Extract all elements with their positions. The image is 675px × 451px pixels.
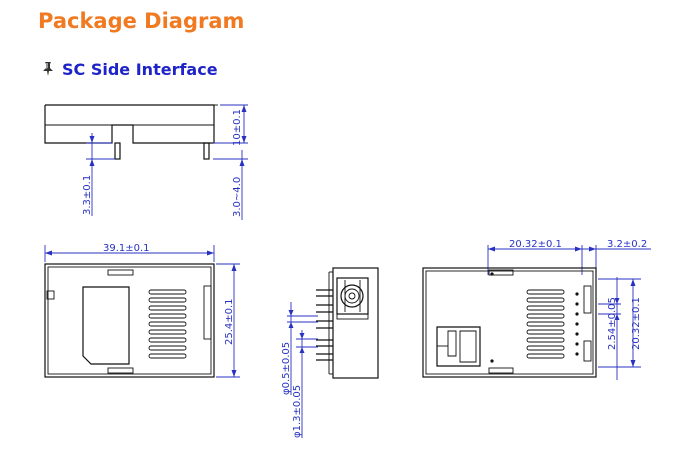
bottom-view — [422, 245, 651, 380]
page-title: Package Diagram — [38, 9, 245, 33]
dim-width-top: 39.1±0.1 — [103, 243, 150, 254]
section-heading: SC Side Interface — [40, 58, 218, 80]
front-view — [44, 245, 240, 378]
side-view — [44, 104, 248, 220]
dim-edge-offset: 3.2±0.2 — [607, 239, 647, 250]
section-heading-label: SC Side Interface — [62, 59, 218, 79]
dim-pin-diameter-small: φ0.5±0.05 — [281, 342, 292, 395]
dim-pin-length-short: 3.3±0.1 — [82, 175, 93, 215]
dim-pin-span: 20.32±0.1 — [509, 239, 562, 250]
dim-pin-length-long: 3.0~4.0 — [232, 177, 243, 217]
dim-pin-pitch: 2.54±0.05 — [607, 297, 618, 350]
dim-height-body: 10±0.1 — [232, 109, 243, 146]
dim-pin-span-vertical: 20.32±0.1 — [631, 297, 642, 350]
dim-height-front: 25.4±0.1 — [224, 298, 235, 345]
pushpin-icon — [43, 62, 53, 76]
dim-pin-diameter-large: φ1.3±0.05 — [292, 385, 303, 438]
end-view — [287, 267, 379, 438]
